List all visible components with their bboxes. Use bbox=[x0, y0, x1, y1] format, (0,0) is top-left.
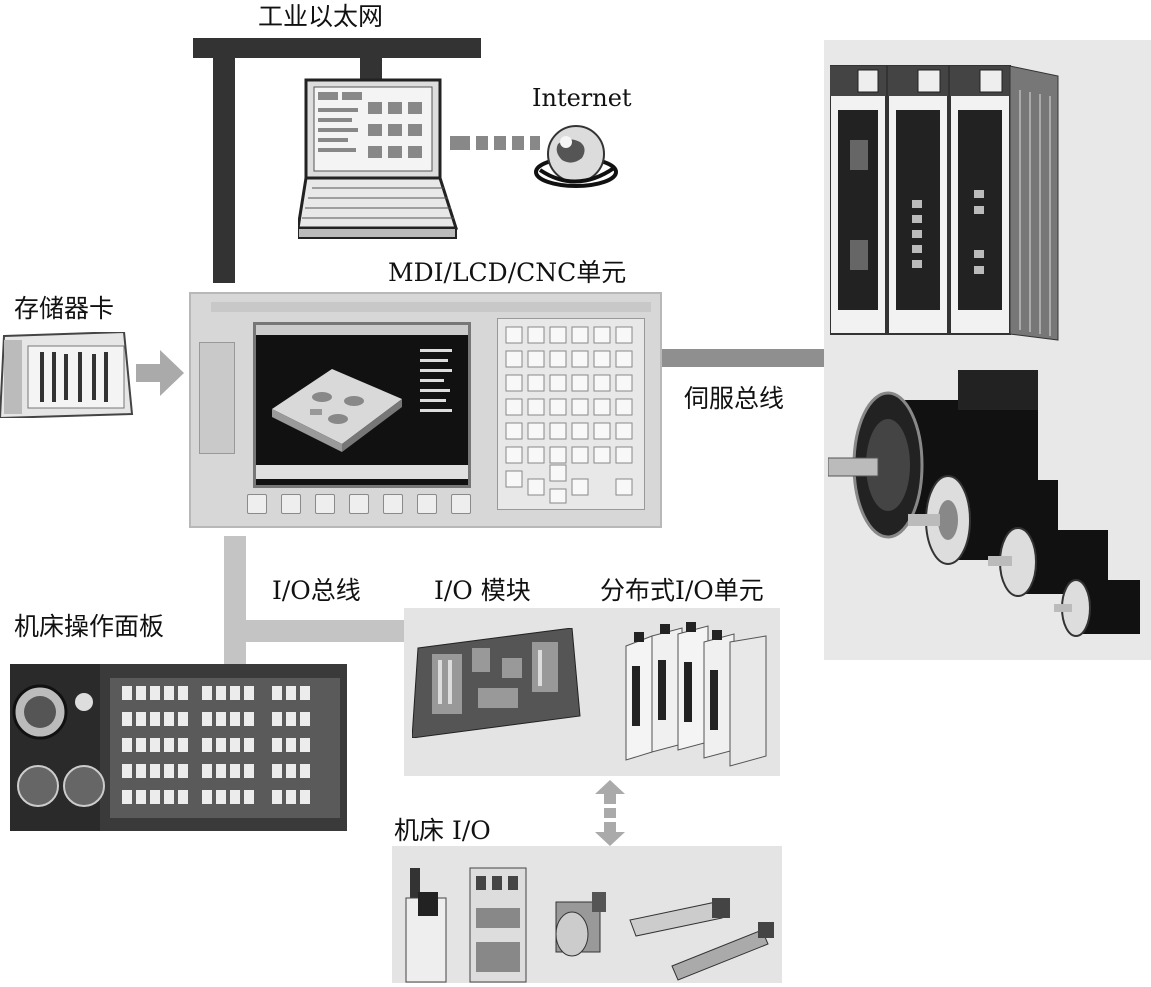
soft-key-2[interactable] bbox=[281, 494, 301, 514]
internet-link bbox=[450, 135, 540, 150]
cnc-screen-readout bbox=[416, 345, 460, 445]
memory-card-icon bbox=[0, 330, 134, 420]
soft-key-5[interactable] bbox=[383, 494, 403, 514]
io-double-arrow bbox=[595, 780, 625, 846]
cnc-top-strip bbox=[211, 302, 651, 312]
distributed-io-label: 分布式I/O单元 bbox=[600, 576, 764, 605]
soft-key-6[interactable] bbox=[417, 494, 437, 514]
mdi-keypad bbox=[497, 318, 645, 510]
cnc-screen-top-bar bbox=[256, 325, 468, 335]
servo-amplifiers bbox=[829, 50, 1070, 360]
globe-icon bbox=[534, 125, 618, 188]
soft-key-4[interactable] bbox=[349, 494, 369, 514]
soft-key-7[interactable] bbox=[451, 494, 471, 514]
ethernet-label: 工业以太网 bbox=[258, 2, 384, 31]
cnc-3d-workpiece bbox=[272, 369, 402, 452]
laptop bbox=[296, 78, 459, 240]
ethernet-laptop-stub bbox=[360, 56, 382, 80]
cnc-screen-bottom-bar bbox=[256, 465, 468, 479]
memory-card-arrow bbox=[136, 350, 186, 396]
panel-button-grid bbox=[122, 686, 332, 810]
servo-motors bbox=[827, 370, 1150, 660]
io-module-label: I/O 模块 bbox=[434, 576, 531, 605]
cnc-unit bbox=[189, 292, 662, 528]
machine-io-label: 机床 I/O bbox=[394, 816, 491, 845]
io-module-board bbox=[411, 627, 582, 739]
cnc-screen bbox=[253, 322, 471, 488]
soft-key-1[interactable] bbox=[247, 494, 267, 514]
ethernet-bus-top bbox=[193, 38, 481, 58]
machine-io-devices bbox=[396, 848, 778, 983]
ethernet-bus-drop bbox=[213, 38, 235, 283]
machine-panel bbox=[10, 664, 347, 831]
distributed-io-unit bbox=[622, 616, 772, 768]
servo-bus bbox=[662, 349, 824, 367]
memory-card-label: 存储器卡 bbox=[14, 294, 115, 323]
memory-card bbox=[0, 330, 135, 420]
servo-bus-label: 伺服总线 bbox=[684, 384, 785, 413]
internet-label: Internet bbox=[532, 84, 632, 112]
cnc-side-slot bbox=[199, 342, 235, 454]
soft-key-3[interactable] bbox=[315, 494, 335, 514]
machine-panel-label: 机床操作面板 bbox=[14, 612, 165, 641]
globe bbox=[532, 118, 622, 194]
io-bus-drop bbox=[224, 536, 246, 664]
cnc-unit-label: MDI/LCD/CNC单元 bbox=[388, 258, 627, 287]
laptop-icon bbox=[296, 78, 459, 239]
io-bus-horizontal bbox=[224, 620, 404, 642]
io-bus-label: I/O总线 bbox=[272, 576, 361, 605]
